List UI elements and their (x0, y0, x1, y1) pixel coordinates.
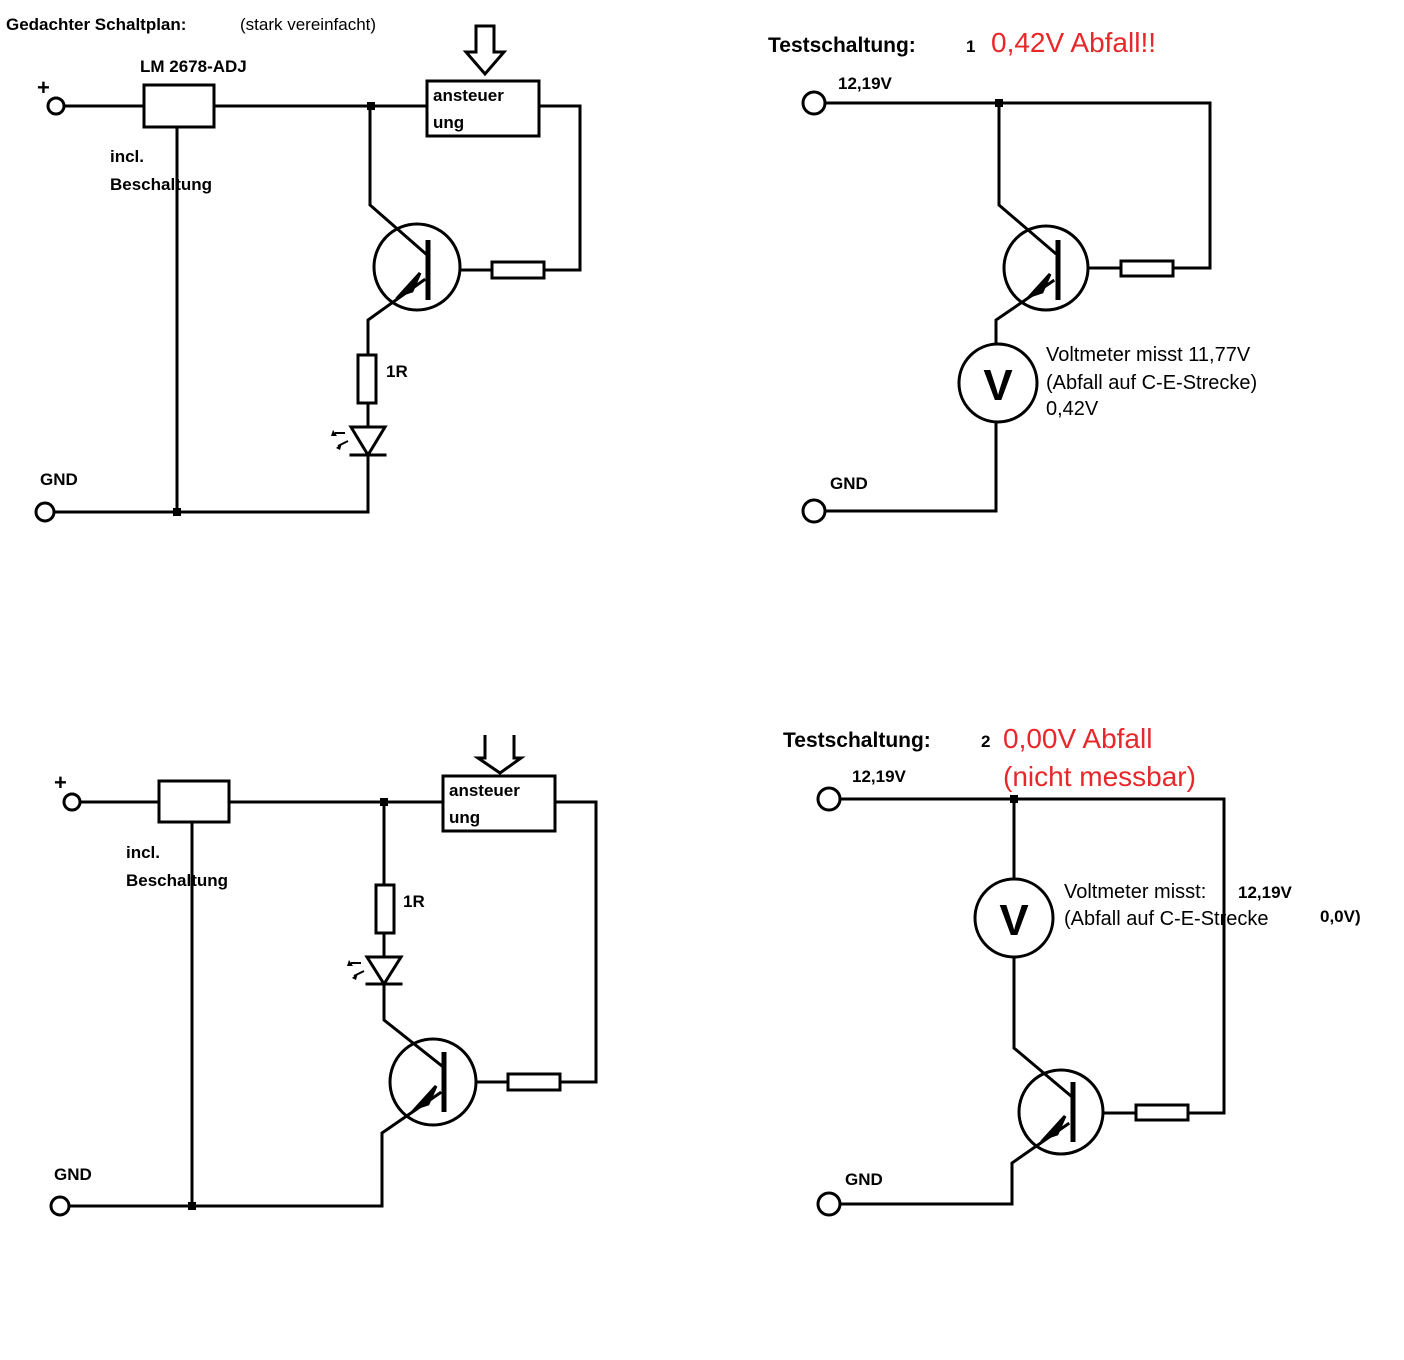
voltmeter-icon: V (957, 342, 1039, 424)
regulator-block (157, 779, 231, 824)
test1-result: 0,42V Abfall!! (991, 27, 1156, 58)
input-arrow-icon (462, 24, 508, 77)
resistor-1r (374, 883, 396, 935)
npn-transistor-icon (1010, 955, 1105, 1206)
gnd-terminal (816, 1191, 842, 1217)
voltmeter-note-3: 0,42V (1046, 398, 1099, 420)
test-circuit-2: Testschaltung: 2 0,00V Abfall (nicht mes… (783, 723, 1361, 1217)
test2-result-2: (nicht messbar) (1003, 761, 1196, 792)
regulator-label: LM 2678-ADJ (140, 57, 247, 76)
led-icon (331, 425, 388, 458)
gnd-terminal (34, 501, 56, 523)
test1-number: 1 (966, 37, 975, 56)
voltmeter-note-value-1: 12,19V (1238, 883, 1293, 902)
base-resistor (490, 260, 546, 280)
supply-voltage-label: 12,19V (838, 74, 893, 93)
plus-terminal (46, 96, 66, 116)
control-label-2: ung (449, 808, 480, 827)
beschaltung-label-2: Beschaltung (110, 175, 212, 194)
gnd-label: GND (54, 1165, 92, 1184)
regulator-block (142, 83, 216, 129)
beschaltung-label-1: incl. (126, 843, 160, 862)
voltmeter-icon: V (973, 877, 1055, 959)
voltmeter-symbol: V (999, 896, 1029, 945)
test2-result-1: 0,00V Abfall (1003, 723, 1152, 754)
supply-terminal (816, 786, 842, 812)
voltmeter-symbol: V (983, 361, 1013, 410)
beschaltung-label-1: incl. (110, 147, 144, 166)
voltmeter-note-2: (Abfall auf C-E-Strecke) (1046, 372, 1257, 394)
voltmeter-note-1: Voltmeter misst 11,77V (1046, 344, 1251, 366)
gnd-label: GND (830, 474, 868, 493)
voltmeter-note-value-2: 0,0V) (1320, 907, 1361, 926)
control-label-2: ung (433, 113, 464, 132)
plus-terminal-label: + (54, 770, 67, 795)
base-resistor (1119, 259, 1175, 278)
control-label-1: ansteuer (449, 781, 520, 800)
top-left-schematic: Gedachter Schaltplan: (stark vereinfacht… (6, 15, 582, 523)
voltmeter-note-2: (Abfall auf C-E-Strecke (1064, 908, 1269, 930)
supply-voltage-label: 12,19V (852, 767, 907, 786)
test2-number: 2 (981, 732, 990, 751)
bottom-left-schematic: + incl. Beschaltung ansteuer ung 1R (49, 735, 598, 1217)
resistor-1r (356, 353, 378, 405)
test1-title: Testschaltung: (768, 34, 916, 57)
supply-terminal (801, 90, 827, 116)
test-circuit-1: Testschaltung: 1 0,42V Abfall!! 12,19V V… (768, 27, 1257, 524)
base-resistor (506, 1072, 562, 1092)
npn-transistor-icon (366, 104, 462, 357)
test2-title: Testschaltung: (783, 729, 931, 752)
resistor-1r-label: 1R (386, 362, 408, 381)
schematic-title: Gedachter Schaltplan: (6, 15, 186, 34)
gnd-terminal (801, 498, 827, 524)
voltmeter-note-1: Voltmeter misst: (1064, 881, 1206, 903)
control-label-1: ansteuer (433, 86, 504, 105)
led-icon (347, 955, 404, 987)
beschaltung-label-2: Beschaltung (126, 871, 228, 890)
resistor-1r-label: 1R (403, 892, 425, 911)
schematic-subtitle: (stark vereinfacht) (240, 15, 376, 34)
plus-terminal-label: + (37, 75, 50, 100)
base-resistor (1134, 1103, 1190, 1122)
gnd-label: GND (40, 470, 78, 489)
plus-terminal (62, 792, 82, 812)
npn-transistor-icon (994, 101, 1090, 347)
npn-transistor-icon (380, 982, 478, 1208)
gnd-terminal (49, 1195, 71, 1217)
gnd-label: GND (845, 1170, 883, 1189)
control-block (441, 774, 557, 833)
control-block (425, 79, 541, 138)
